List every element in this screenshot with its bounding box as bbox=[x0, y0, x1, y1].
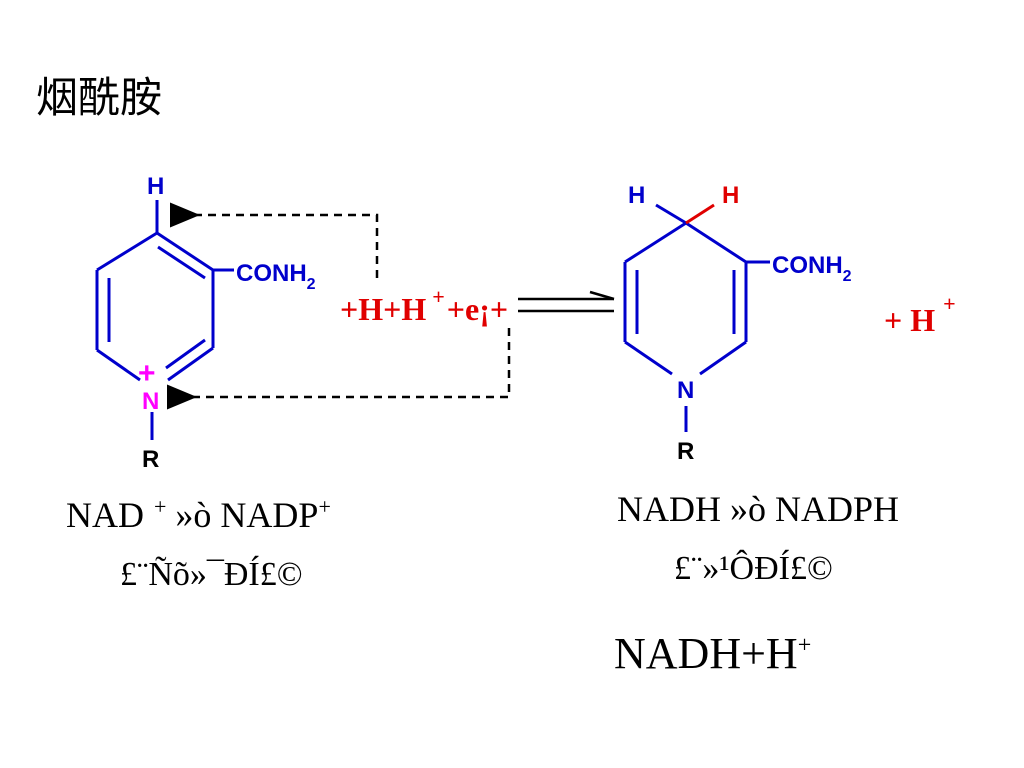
bond-c2-n-double bbox=[165, 338, 206, 370]
bond-c5-c4 bbox=[96, 231, 158, 272]
right-h-right: H bbox=[722, 182, 739, 209]
product-h-plus: + H+ bbox=[884, 291, 956, 338]
left-h-top: H bbox=[147, 173, 164, 200]
reaction-reagents: +H+H++e¡+ bbox=[340, 284, 508, 327]
bond-c4-h-left bbox=[655, 203, 687, 225]
bottom-caption: NADH+H+ bbox=[614, 629, 812, 678]
equilibrium-arrows bbox=[518, 290, 615, 313]
left-caption-line1: NAD+ »ò NADP+ bbox=[66, 494, 331, 535]
bond-c5-c4 bbox=[624, 221, 687, 264]
forward-arrow-head bbox=[589, 290, 615, 301]
bond-c4-h-right bbox=[685, 203, 715, 225]
bond-c2-n bbox=[699, 340, 747, 376]
left-plus-charge: + bbox=[138, 357, 156, 390]
right-conh2: CONH2 bbox=[772, 252, 852, 285]
bond-c4-c3-double bbox=[157, 245, 206, 280]
left-n: N bbox=[142, 388, 159, 415]
bond-c4-c3 bbox=[685, 221, 747, 264]
dashed-arrow-bottom bbox=[167, 328, 511, 410]
right-caption-line1: NADH »ò NADPH bbox=[617, 489, 900, 529]
nad-oxidized-ring bbox=[95, 200, 234, 440]
bond-n-c6 bbox=[96, 348, 141, 382]
dashed-arrows bbox=[167, 202, 511, 410]
bond-c4-c3 bbox=[156, 231, 214, 272]
right-r: R bbox=[677, 438, 694, 465]
left-r: R bbox=[142, 446, 159, 473]
right-h-left: H bbox=[628, 182, 645, 209]
dashed-arrow-top bbox=[170, 202, 379, 278]
right-caption-line2: £¨»¹Ô­ÐÍ£© bbox=[674, 550, 833, 587]
left-conh2: CONH2 bbox=[236, 260, 316, 293]
bond-c2-n bbox=[167, 346, 214, 382]
left-caption-line2: £¨Ñõ»¯ÐÍ£© bbox=[120, 556, 303, 593]
right-n: N bbox=[677, 377, 694, 404]
bond-n-c6 bbox=[624, 340, 673, 376]
page-title: 烟酰胺 bbox=[36, 73, 163, 122]
nadh-reduced-ring bbox=[623, 203, 770, 432]
